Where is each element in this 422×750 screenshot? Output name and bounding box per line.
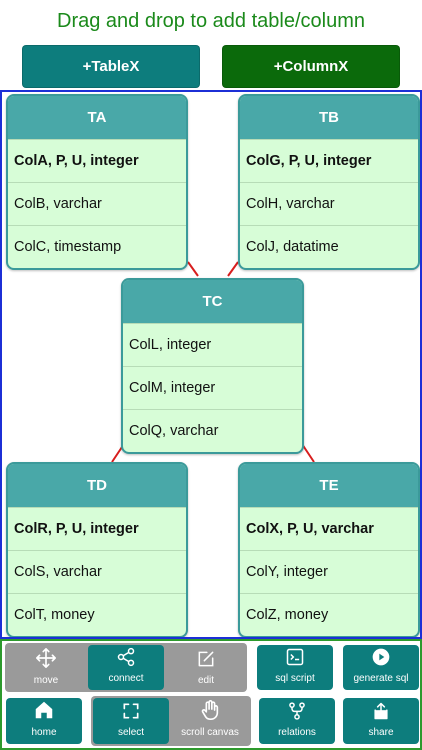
relation-line-tc-te xyxy=(301,443,315,463)
table-tc[interactable]: TC ColL, integer ColM, integer ColQ, var… xyxy=(121,278,304,454)
table-column[interactable]: ColJ, datatime xyxy=(240,225,418,268)
add-column-button[interactable]: +ColumnX xyxy=(222,45,400,88)
table-column[interactable]: ColR, P, U, integer xyxy=(8,507,186,550)
bottom-toolbar: move connect edit sql script generate sq… xyxy=(0,639,422,750)
scroll-canvas-button[interactable]: scroll canvas xyxy=(170,698,250,744)
table-column[interactable]: ColH, varchar xyxy=(240,182,418,225)
edit-label: edit xyxy=(197,675,215,686)
add-table-button[interactable]: +TableX xyxy=(22,45,200,88)
select-icon xyxy=(123,703,139,719)
select-label: select xyxy=(117,727,145,738)
relations-label: relations xyxy=(278,727,316,738)
relation-line-tb-tc xyxy=(227,261,239,277)
table-column[interactable]: ColS, varchar xyxy=(8,550,186,593)
scroll-canvas-label: scroll canvas xyxy=(181,727,239,738)
table-column[interactable]: ColM, integer xyxy=(123,366,302,409)
share-button[interactable]: share xyxy=(343,698,419,744)
table-column[interactable]: ColQ, varchar xyxy=(123,409,302,452)
generate-sql-label: generate sql xyxy=(353,673,409,684)
table-header[interactable]: TD xyxy=(8,464,186,507)
table-column[interactable]: ColB, varchar xyxy=(8,182,186,225)
table-column[interactable]: ColA, P, U, integer xyxy=(8,139,186,182)
table-td[interactable]: TD ColR, P, U, integer ColS, varchar Col… xyxy=(6,462,188,637)
diagram-canvas[interactable]: TA ColA, P, U, integer ColB, varchar Col… xyxy=(0,90,422,639)
table-header[interactable]: TB xyxy=(240,96,418,139)
table-column[interactable]: ColZ, money xyxy=(240,593,418,636)
share-icon xyxy=(374,702,388,720)
select-button[interactable]: select xyxy=(93,698,169,744)
sql-script-button[interactable]: sql script xyxy=(257,645,333,690)
instruction-text: Drag and drop to add table/column xyxy=(57,10,365,32)
hand-icon xyxy=(201,700,219,720)
table-header[interactable]: TA xyxy=(8,96,186,139)
relations-button[interactable]: relations xyxy=(259,698,335,744)
table-column[interactable]: ColL, integer xyxy=(123,323,302,366)
connect-button[interactable]: connect xyxy=(88,645,164,690)
play-icon xyxy=(372,648,390,666)
table-tb[interactable]: TB ColG, P, U, integer ColH, varchar Col… xyxy=(238,94,420,270)
connect-icon xyxy=(117,647,135,667)
sql-script-label: sql script xyxy=(275,673,315,684)
table-column[interactable]: ColY, integer xyxy=(240,550,418,593)
move-icon xyxy=(36,648,56,668)
home-button[interactable]: home xyxy=(6,698,82,744)
home-icon xyxy=(35,701,53,719)
table-column[interactable]: ColC, timestamp xyxy=(8,225,186,268)
connect-label: connect xyxy=(108,673,144,684)
edit-icon xyxy=(198,651,214,667)
terminal-icon xyxy=(286,648,304,666)
table-column[interactable]: ColT, money xyxy=(8,593,186,636)
move-button[interactable]: move xyxy=(5,643,87,692)
table-column[interactable]: ColX, P, U, varchar xyxy=(240,507,418,550)
table-header[interactable]: TC xyxy=(123,280,302,323)
table-header[interactable]: TE xyxy=(240,464,418,507)
home-label: home xyxy=(31,727,57,738)
table-te[interactable]: TE ColX, P, U, varchar ColY, integer Col… xyxy=(238,462,420,637)
table-column[interactable]: ColG, P, U, integer xyxy=(240,139,418,182)
relation-line-ta-tc xyxy=(187,261,199,277)
generate-sql-button[interactable]: generate sql xyxy=(343,645,419,690)
move-label: move xyxy=(33,675,59,686)
edit-button[interactable]: edit xyxy=(166,643,246,692)
fork-icon xyxy=(289,702,305,720)
share-label: share xyxy=(368,727,394,738)
table-ta[interactable]: TA ColA, P, U, integer ColB, varchar Col… xyxy=(6,94,188,270)
